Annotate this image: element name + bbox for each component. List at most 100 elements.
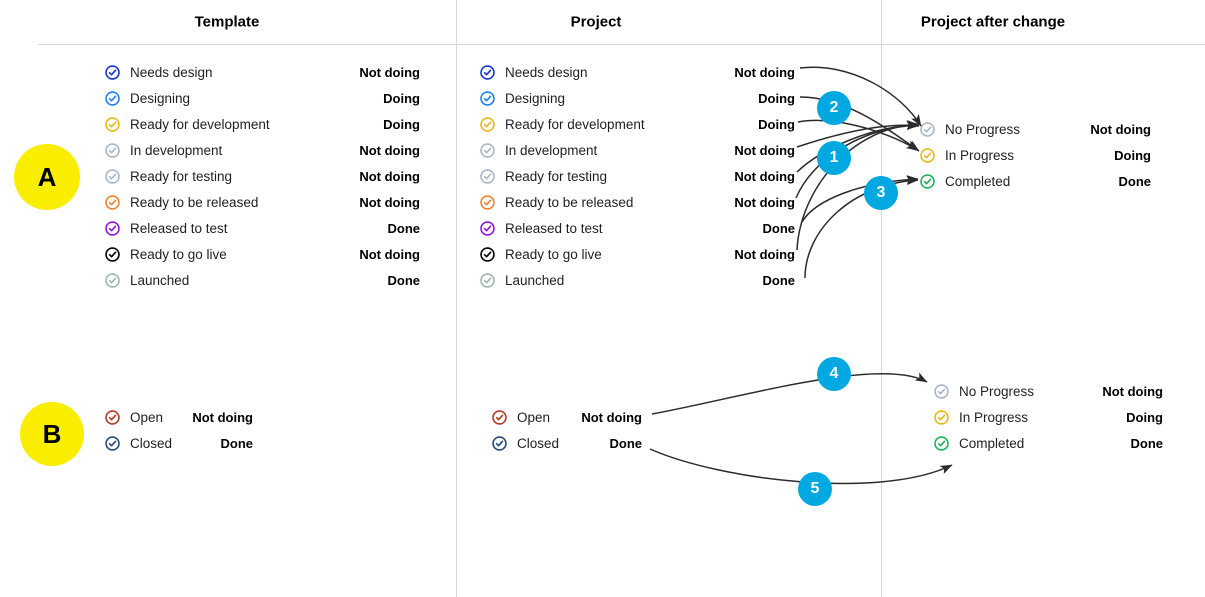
status-row-value: Not doing	[581, 409, 642, 425]
step-badge-1[interactable]: 1	[817, 141, 851, 175]
status-row-label: Released to test	[130, 220, 228, 236]
status-check-icon	[105, 246, 120, 262]
status-row-label: Designing	[130, 90, 191, 106]
status-row-label: No Progress	[959, 383, 1035, 399]
status-row-label: Completed	[945, 173, 1011, 189]
status-check-icon	[934, 435, 949, 451]
status-check-icon	[934, 409, 949, 425]
section-marker-b-label: B	[42, 418, 62, 449]
status-check-icon	[480, 142, 495, 158]
status-row-label: Ready for development	[505, 116, 645, 132]
section-marker-b: B	[20, 402, 84, 466]
status-check-icon	[105, 142, 120, 158]
step-badge-5[interactable]: 5	[798, 472, 832, 506]
status-row-value: Done	[1130, 435, 1164, 451]
status-row-value: Done	[220, 435, 254, 451]
step-badge-2-label: 2	[829, 99, 839, 116]
status-row-value: Not doing	[359, 194, 420, 210]
arrow-in-development-to-no-progress	[796, 120, 920, 148]
arrow-ready-for-development-to-in-progress	[797, 119, 919, 151]
status-row-label: Ready for development	[130, 116, 270, 132]
status-row-label: Ready to go live	[130, 246, 227, 262]
step-badge-3-label: 3	[876, 184, 886, 201]
status-row-label: Launched	[130, 272, 190, 288]
status-row-label: Needs design	[505, 64, 588, 80]
status-row-label: In development	[130, 142, 223, 158]
status-row-value: Done	[387, 272, 421, 288]
header-underline	[38, 44, 1205, 45]
status-row-value: Done	[609, 435, 643, 451]
status-check-icon	[480, 116, 495, 132]
arrow-open-to-no-progress	[651, 372, 928, 415]
status-check-icon	[480, 168, 495, 184]
status-check-icon	[105, 435, 120, 451]
step-badge-5-label: 5	[810, 480, 820, 497]
arrow-launched-to-completed	[804, 176, 919, 279]
status-row-value: Not doing	[359, 142, 420, 158]
column-divider-left	[456, 0, 457, 597]
status-check-icon	[920, 173, 935, 189]
status-check-icon	[105, 220, 120, 236]
status-row-value: Done	[762, 220, 796, 236]
status-row-value: Not doing	[734, 194, 795, 210]
status-row-label: In Progress	[959, 409, 1029, 425]
status-check-icon	[934, 383, 949, 399]
status-check-icon	[492, 435, 507, 451]
status-row-label: Completed	[959, 435, 1025, 451]
status-row-value: Not doing	[359, 64, 420, 80]
status-check-icon	[480, 194, 495, 210]
status-row-label: No Progress	[945, 121, 1021, 137]
step-badge-1-label: 1	[829, 149, 839, 166]
status-row-value: Doing	[1126, 409, 1163, 425]
step-badge-4[interactable]: 4	[817, 357, 851, 391]
status-check-icon	[480, 272, 495, 288]
status-row-label: In Progress	[945, 147, 1015, 163]
arrow-released-to-test-to-completed	[801, 175, 919, 223]
status-row: Launched Done	[105, 267, 420, 293]
column-header-project: Project	[570, 13, 622, 31]
status-check-icon	[105, 272, 120, 288]
step-badge-2[interactable]: 2	[817, 91, 851, 125]
status-check-icon	[480, 220, 495, 236]
step-badge-4-label: 4	[829, 365, 839, 382]
status-row-value: Not doing	[359, 246, 420, 262]
arrow-ready-to-be-released-to-no-progress	[795, 121, 919, 199]
status-row-label: Designing	[505, 90, 566, 106]
status-row: No Progress Not doing	[920, 116, 1151, 142]
status-row-label: Needs design	[130, 64, 213, 80]
status-row-value: Not doing	[359, 168, 420, 184]
section-marker-a-label: A	[37, 161, 57, 192]
status-row: Needs design Not doing	[105, 59, 420, 85]
column-divider-right	[881, 0, 882, 597]
status-row-value: Not doing	[734, 168, 795, 184]
status-check-icon	[480, 246, 495, 262]
status-row-label: Closed	[130, 435, 173, 451]
status-row-label: Closed	[517, 435, 560, 451]
section-marker-a: A	[14, 144, 80, 210]
status-row-value: Doing	[758, 116, 795, 132]
step-badge-3[interactable]: 3	[864, 176, 898, 210]
arrow-ready-for-testing-to-no-progress	[796, 120, 920, 173]
status-row-value: Done	[387, 220, 421, 236]
status-row-label: Launched	[505, 272, 565, 288]
status-row-value: Not doing	[1090, 121, 1151, 137]
status-check-icon	[105, 90, 120, 106]
status-row-label: Ready for testing	[505, 168, 608, 184]
status-row: Completed Done	[934, 430, 1163, 456]
